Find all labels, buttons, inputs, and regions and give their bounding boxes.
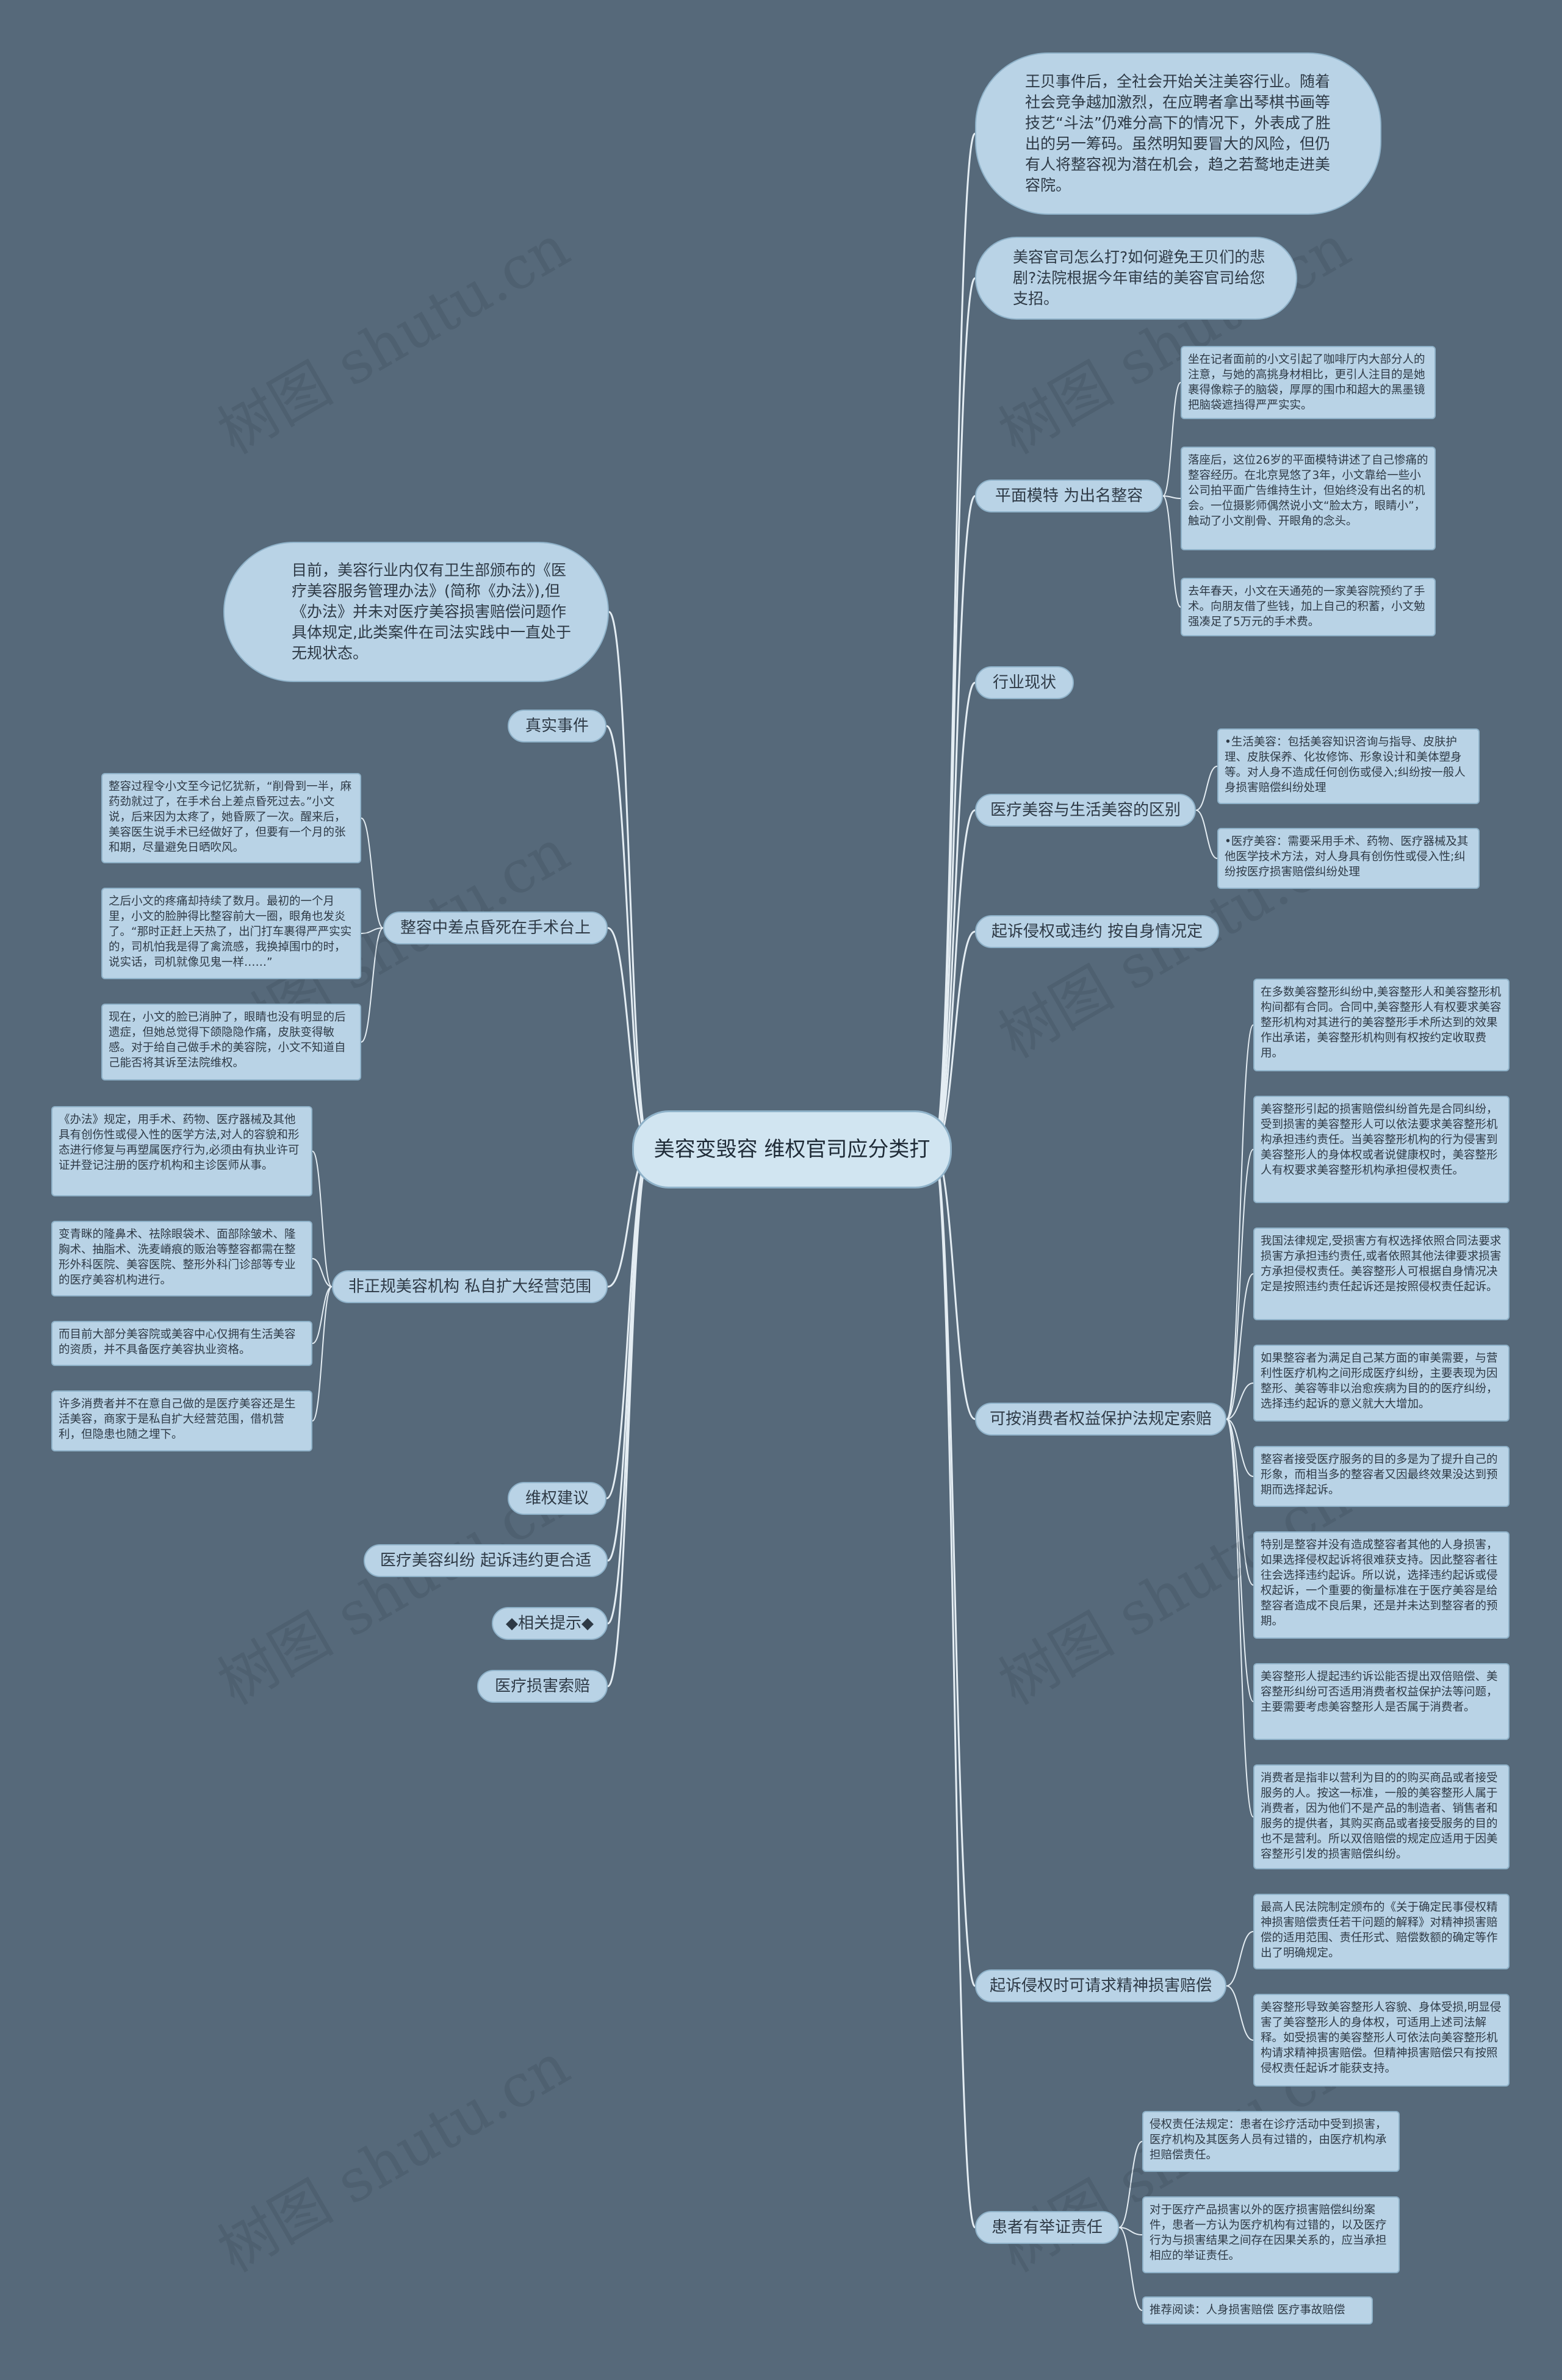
leaf-connector [1162, 495, 1181, 499]
leaf-spiritual-1[interactable]: 最高人民法院制定颁布的《关于确定民事侵权精神损害赔偿责任若干问题的解释》对精神损… [1253, 1894, 1510, 1969]
intro-bubble[interactable]: 王贝事件后，全社会开始关注美容行业。随着社会竞争越加激烈，在应聘者拿出琴棋书画等… [975, 52, 1381, 215]
leaf-connector [1162, 382, 1181, 497]
leaf-consumer-1[interactable]: 在多数美容整形纠纷中,美容整形人和美容整形机构间都有合同。合同中,美容整形人有权… [1253, 979, 1510, 1071]
leaf-connector [1226, 1418, 1254, 1477]
regulation-bubble[interactable]: 目前，美容行业内仅有卫生部颁布的《医疗美容服务管理办法》(简称《办法》),但《办… [223, 542, 609, 682]
branch-industry[interactable]: 行业现状 [975, 666, 1074, 699]
leaf-connector [1226, 1149, 1254, 1420]
leaf-illegal-1[interactable]: 《办法》规定，用手术、药物、医疗器械及其他具有创伤性或侵入性的医学方法,对人的容… [51, 1106, 312, 1196]
leaf-model-3[interactable]: 去年春天，小文在天通苑的一家美容院预约了手术。向朋友借了些钱，加上自己的积蓄，小… [1181, 578, 1436, 636]
leaf-connector [361, 818, 384, 929]
leaf-model-2[interactable]: 落座后，这位26岁的平面模特讲述了自己惨痛的整容经历。在北京晃悠了3年，小文靠给… [1181, 447, 1436, 550]
leaf-connector [1226, 1418, 1254, 1702]
branch-difference[interactable]: 医疗美容与生活美容的区别 [975, 794, 1196, 827]
leaf-consumer-7[interactable]: 美容整形人提起违约诉讼能否提出双倍赔偿、美容整形纠纷可否适用消费者权益保护法等问… [1253, 1663, 1510, 1740]
leaf-connector [1226, 1418, 1254, 1817]
leaf-connector [312, 1258, 333, 1287]
leaf-connector [312, 1286, 333, 1422]
leaf-connector [1226, 1382, 1254, 1420]
leaf-consumer-2[interactable]: 美容整形引起的损害赔偿纠纷首先是合同纠纷，受到损害的美容整形人可以依法要求美容整… [1253, 1096, 1510, 1203]
leaf-connector [1226, 1418, 1254, 1586]
leaf-consumer-6[interactable]: 特别是整容并没有造成整容者其他的人身损害，如果选择侵权起诉将很难获支持。因此整容… [1253, 1531, 1510, 1639]
question-bubble[interactable]: 美容官司怎么打?如何避免王贝们的悲剧?法院根据今年审结的美容官司给您支招。 [975, 237, 1297, 320]
leaf-connector [1118, 2227, 1143, 2235]
leaf-burden-3[interactable]: 推荐阅读：人身损害赔偿 医疗事故赔偿 [1142, 2296, 1373, 2324]
leaf-illegal-4[interactable]: 许多消费者并不在意自己做的是医疗美容还是生活美容，商家于是私自扩大经营范围，借机… [51, 1390, 312, 1451]
leaf-consumer-3[interactable]: 我国法律规定,受损害方有权选择依照合同法要求损害方承担违约责任,或者依照其他法律… [1253, 1228, 1510, 1320]
leaf-model-1[interactable]: 坐在记者面前的小文引起了咖啡厅内大部分人的注意，与她的高挑身材相比，更引人注目的… [1181, 346, 1436, 419]
main-connector [932, 495, 976, 1151]
main-connector [932, 1148, 976, 2229]
main-connector [606, 725, 651, 1151]
leaf-connector [1118, 2141, 1143, 2228]
leaf-consumer-8[interactable]: 消费者是指非以营利为目的的购买商品或者接受服务的人。按这一标准，一般的美容整形人… [1253, 1764, 1510, 1869]
leaf-connector [1195, 766, 1218, 811]
main-connector [932, 132, 976, 1151]
leaf-connector [361, 927, 384, 934]
leaf-connector [1162, 495, 1181, 608]
branch-model[interactable]: 平面模特 为出名整容 [975, 480, 1163, 512]
leaf-connector [1226, 1024, 1254, 1420]
leaf-connector [1195, 810, 1218, 859]
branch-consumer[interactable]: 可按消费者权益保护法规定索赔 [975, 1403, 1226, 1436]
leaf-connector [361, 927, 384, 1043]
main-connector [608, 611, 652, 1151]
leaf-connector [1226, 1273, 1254, 1420]
leaf-spiritual-2[interactable]: 美容整形导致美容整形人容貌、身体受损,明显侵害了美容整形人的身体权，可适用上述司… [1253, 1994, 1510, 2087]
leaf-consumer-5[interactable]: 整容者接受医疗服务的目的多是为了提升自己的形象，而相当多的整容者又因最终效果没达… [1253, 1446, 1510, 1507]
branch-illegal[interactable]: 非正规美容机构 私自扩大经营范围 [332, 1270, 608, 1303]
leaf-connector [1118, 2227, 1143, 2311]
branch-near-death[interactable]: 整容中差点昏死在手术台上 [383, 911, 608, 944]
leaf-connector [312, 1286, 333, 1344]
leaf-near-death-2[interactable]: 之后小文的疼痛却持续了数月。最初的一个月里，小文的脸肿得比整容前大一圈，眼角也发… [101, 888, 361, 979]
central-topic[interactable]: 美容变毁容 维权官司应分类打 [632, 1110, 952, 1188]
leaf-consumer-4[interactable]: 如果整容者为满足自己某方面的审美需要，与营利性医疗机构之间形成医疗纠纷，主要表现… [1253, 1345, 1510, 1422]
main-connector [932, 681, 976, 1151]
main-connector [606, 1148, 652, 1688]
leaf-burden-2[interactable]: 对于医疗产品损害以外的医疗损害赔偿纠纷案件，患者一方认为医疗机构有过错的，以及医… [1142, 2196, 1400, 2273]
branch-medical-dispute[interactable]: 医疗美容纠纷 起诉违约更合适 [364, 1544, 608, 1577]
branch-real-event[interactable]: 真实事件 [508, 710, 606, 742]
leaf-connector [312, 1151, 333, 1287]
branch-spiritual[interactable]: 起诉侵权时可请求精神损害赔偿 [975, 1969, 1226, 2002]
branch-burden[interactable]: 患者有举证责任 [975, 2211, 1119, 2244]
branch-lawsuit[interactable]: 起诉侵权或违约 按自身情况定 [975, 915, 1219, 948]
leaf-connector [1226, 1985, 1254, 2041]
leaf-illegal-2[interactable]: 变青眯的隆鼻术、祛除眼袋术、面部除皱术、隆胸术、抽脂术、洗麦嵴痕的贩治等整容都需… [51, 1221, 312, 1296]
branch-advice[interactable]: 维权建议 [508, 1482, 606, 1515]
leaf-connector [1226, 1931, 1254, 1986]
branch-tips[interactable]: ◆相关提示◆ [492, 1607, 608, 1640]
leaf-near-death-3[interactable]: 现在，小文的脸已消肿了，眼睛也没有明显的后遗症，但她总觉得下颌隐隐作痛，皮肤变得… [101, 1004, 361, 1080]
main-connector [933, 809, 976, 1151]
main-connector [607, 1148, 651, 1562]
leaf-difference-2[interactable]: •医疗美容：需要采用手术、药物、医疗器械及其他医学技术方法，对人身具有创伤性或侵… [1217, 828, 1480, 889]
leaf-burden-1[interactable]: 侵权责任法规定：患者在诊疗活动中受到损害，医疗机构及其医务人员有过错的，由医疗机… [1142, 2111, 1400, 2172]
main-connector [932, 277, 976, 1151]
leaf-illegal-3[interactable]: 而目前大部分美容院或美容中心仅拥有生活美容的资质，并不具备医疗美容执业资格。 [51, 1321, 312, 1366]
leaf-difference-1[interactable]: •生活美容：包括美容知识咨询与指导、皮肤护理、皮肤保养、化妆修饰、形象设计和美体… [1217, 728, 1480, 804]
branch-compensation[interactable]: 医疗损害索赔 [477, 1670, 608, 1703]
leaf-near-death-1[interactable]: 整容过程令小文至今记忆犹新，“削骨到一半，麻药劲就过了，在手术台上差点昏死过去。… [101, 773, 361, 863]
